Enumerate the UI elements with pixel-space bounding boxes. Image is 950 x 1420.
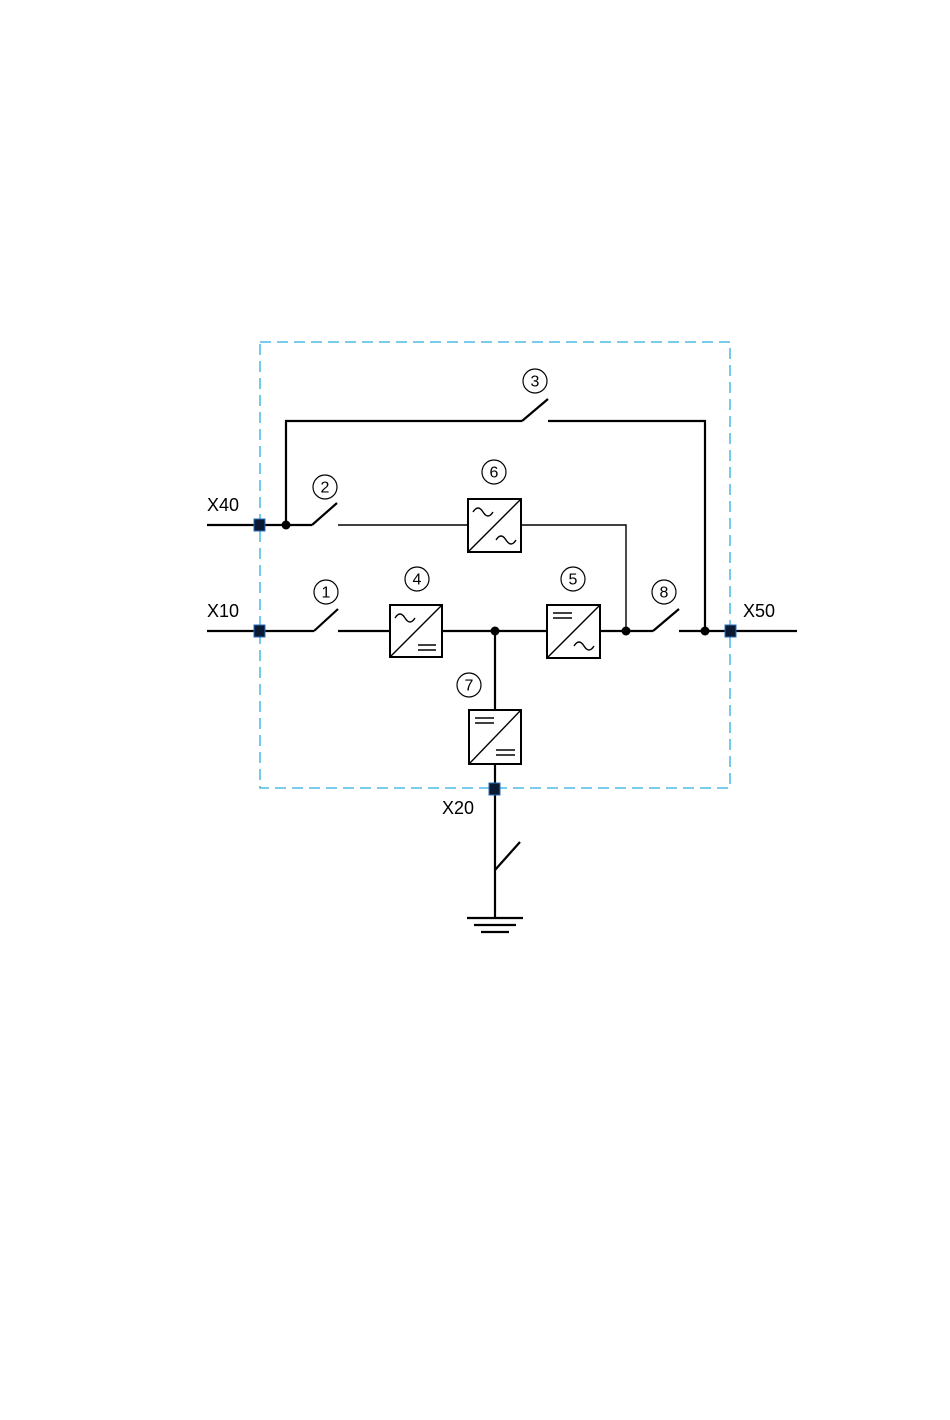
junction-dot — [282, 521, 291, 530]
callout-6: 6 — [482, 460, 506, 484]
x10-main-line — [207, 609, 797, 631]
callout-1: 1 — [314, 580, 338, 604]
terminal-x10-icon — [254, 625, 265, 637]
callout-3-label: 3 — [531, 374, 540, 391]
callout-5-label: 5 — [569, 572, 578, 589]
inverter-5-icon — [547, 605, 600, 658]
dc-converter-7-icon — [469, 710, 521, 764]
label-x50: X50 — [743, 601, 775, 621]
label-x10: X10 — [207, 601, 239, 621]
ground-icon — [467, 918, 523, 932]
callout-2-label: 2 — [321, 480, 330, 497]
label-x40: X40 — [207, 495, 239, 515]
callout-4-label: 4 — [413, 572, 422, 589]
terminal-x40-icon — [254, 519, 265, 531]
junction-dot — [491, 627, 500, 636]
callout-6-label: 6 — [490, 465, 499, 482]
dc-branch — [495, 631, 520, 918]
callout-8: 8 — [652, 580, 676, 604]
terminal-x50-icon — [725, 625, 736, 637]
callout-8-label: 8 — [660, 585, 669, 602]
callout-1-label: 1 — [322, 585, 331, 602]
converter-6-icon — [468, 499, 521, 552]
junction-dot — [701, 627, 710, 636]
callout-4: 4 — [405, 567, 429, 591]
callout-3: 3 — [523, 369, 547, 393]
callout-7-label: 7 — [465, 678, 474, 695]
callout-5: 5 — [561, 567, 585, 591]
label-x20: X20 — [442, 798, 474, 818]
junction-dot — [622, 627, 631, 636]
callout-7: 7 — [457, 673, 481, 697]
rectifier-4-icon — [390, 605, 442, 657]
terminal-x20-icon — [489, 783, 500, 795]
callout-2: 2 — [313, 475, 337, 499]
